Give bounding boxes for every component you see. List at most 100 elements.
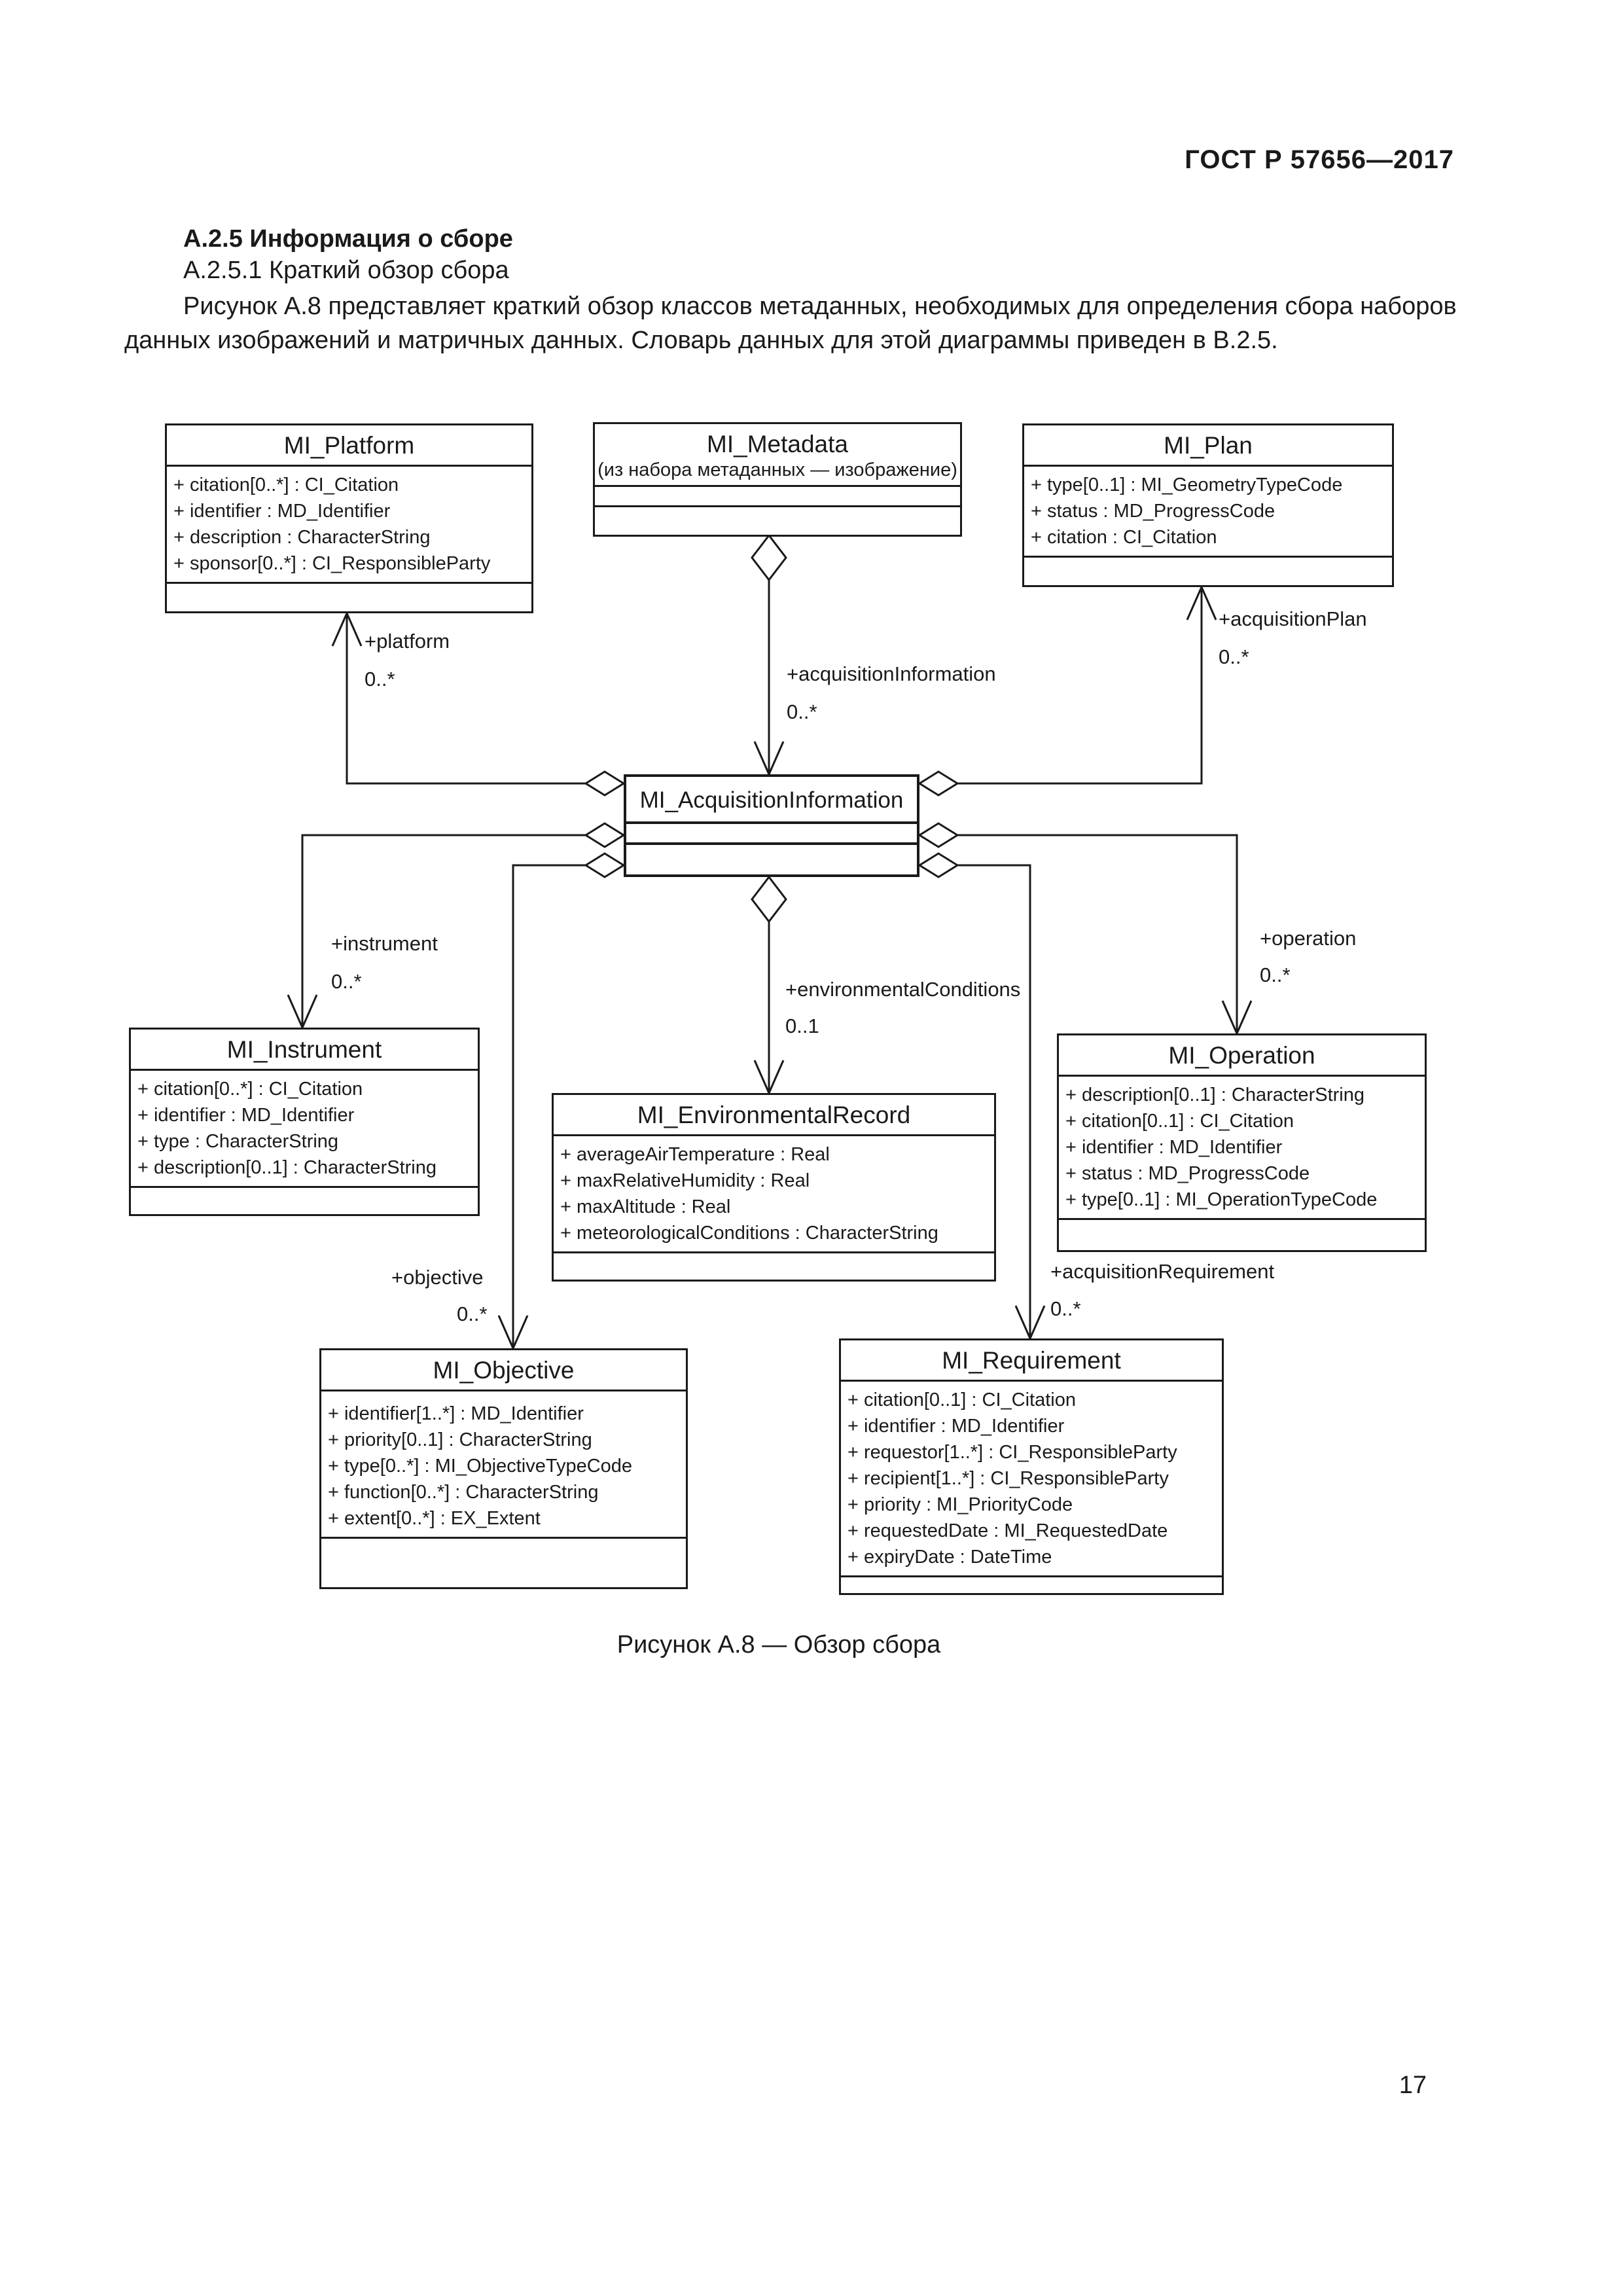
association-role-acquisition-information: +acquisitionInformation [787,662,996,685]
class-attribute: + identifier[1..*] : MD_Identifier [328,1403,584,1424]
class-attribute: + citation[0..1] : CI_Citation [1065,1111,1294,1132]
class-attribute: + sponsor[0..*] : CI_ResponsibleParty [173,553,491,574]
class-attribute: + status : MD_ProgressCode [1065,1163,1310,1184]
class-attribute: + requestedDate : MI_RequestedDate [847,1520,1168,1541]
class-title: MI_Operation [1059,1035,1425,1077]
class-title: MI_Plan [1024,425,1392,467]
class-attributes-compartment [595,487,960,507]
class-operations-compartment [626,845,917,874]
class-attribute: + requestor[1..*] : CI_ResponsibleParty [847,1442,1177,1463]
open-arrow-icon [331,611,363,647]
class-attribute: + identifier : MD_Identifier [847,1416,1065,1437]
class-title: MI_Requirement [841,1340,1222,1382]
class-attribute: + identifier : MD_Identifier [173,501,391,522]
association-multiplicity-acquisition-information: 0..* [787,700,817,723]
aggregation-diamond-icon [584,770,626,797]
association-role-acquisition-plan: +acquisitionPlan [1219,607,1367,630]
class-operations-compartment [131,1188,478,1214]
class-mi-objective: MI_Objective + identifier[1..*] : MD_Ide… [319,1348,688,1589]
class-mi-plan: MI_Plan + type[0..1] : MI_GeometryTypeCo… [1022,423,1394,587]
class-title: MI_Objective [321,1350,686,1391]
paragraph-line: Рисунок А.8 представляет краткий обзор к… [183,293,1457,320]
class-attributes: + citation[0..1] : CI_Citation+ identifi… [841,1382,1222,1577]
class-attribute: + maxRelativeHumidity : Real [560,1170,810,1191]
association-multiplicity-objective: 0..* [457,1302,488,1325]
class-attribute: + identifier : MD_Identifier [137,1105,355,1126]
class-attributes: + citation[0..*] : CI_Citation + identifi… [131,1071,478,1188]
class-attribute: + description : CharacterString [173,527,431,548]
page-number: 17 [1399,2072,1427,2099]
class-attribute: + priority : MI_PriorityCode [847,1494,1073,1515]
aggregation-diamond-icon [584,822,626,848]
association-multiplicity-acquisition-requirement: 0..* [1050,1297,1081,1320]
class-subtitle: (из набора метаданных — изображение) [597,459,957,480]
paragraph-line: данных изображений и матричных данных. С… [124,327,1278,354]
class-attribute: + maxAltitude : Real [560,1196,731,1217]
association-multiplicity-platform: 0..* [365,668,395,691]
association-role-acquisition-requirement: +acquisitionRequirement [1050,1260,1275,1283]
class-operations-compartment [321,1539,686,1587]
association-objective-line [512,864,586,1348]
class-attribute: + type[0..1] : MI_GeometryTypeCode [1031,475,1343,495]
class-attributes: + citation[0..*] : CI_Citation + identifi… [167,467,531,584]
class-mi-metadata: MI_Metadata (из набора метаданных — изоб… [593,422,962,537]
class-operations-compartment [167,584,531,611]
association-acquisition-plan-line [957,587,1203,785]
class-attribute: + description[0..1] : CharacterString [1065,1085,1364,1105]
association-platform-line [346,613,586,785]
association-acquisition-requirement-line [957,864,1031,1338]
association-role-platform: +platform [365,630,450,653]
association-multiplicity-instrument: 0..* [331,970,362,993]
class-operations-compartment [1059,1220,1425,1250]
class-title: MI_AcquisitionInformation [626,777,917,824]
class-attributes: + type[0..1] : MI_GeometryTypeCode + stat… [1024,467,1392,558]
class-attributes: + averageAirTemperature : Real + maxRelat… [554,1136,994,1253]
class-attribute: + description[0..1] : CharacterString [137,1157,437,1178]
open-arrow-icon [1186,584,1217,620]
class-attribute: + citation[0..*] : CI_Citation [137,1079,363,1100]
class-attribute: + identifier : MD_Identifier [1065,1137,1283,1158]
class-title-text: MI_Metadata [707,431,848,457]
class-mi-acquisition-information: MI_AcquisitionInformation [624,774,919,877]
class-mi-requirement: MI_Requirement + citation[0..1] : CI_Cit… [839,1338,1224,1595]
class-attributes: + description[0..1] : CharacterString + c… [1059,1077,1425,1220]
association-role-objective: +objective [391,1266,484,1289]
aggregation-diamond-icon [751,875,787,924]
class-title: MI_Instrument [131,1030,478,1071]
class-mi-instrument: MI_Instrument + citation[0..*] : CI_Cita… [129,1028,480,1216]
class-attributes: + identifier[1..*] : MD_Identifier + prio… [321,1391,686,1539]
class-attributes-compartment [626,824,917,845]
aggregation-diamond-icon [918,852,959,878]
class-attribute: + status : MD_ProgressCode [1031,501,1275,522]
class-attribute: + meteorologicalConditions : CharacterSt… [560,1223,938,1244]
class-operations-compartment [595,507,960,535]
association-multiplicity-environmental-conditions: 0..1 [785,1014,819,1037]
class-attribute: + citation[0..*] : CI_Citation [173,475,399,495]
aggregation-diamond-icon [918,770,959,797]
class-attribute: + expiryDate : DateTime [847,1547,1052,1568]
class-operations-compartment [554,1253,994,1280]
class-attribute: + function[0..*] : CharacterString [328,1482,599,1503]
section-heading: А.2.5 Информация о сборе [183,225,513,253]
class-operations-compartment [841,1577,1222,1593]
class-attribute: + averageAirTemperature : Real [560,1144,830,1165]
class-mi-environmental-record: MI_EnvironmentalRecord + averageAirTempe… [552,1093,996,1282]
class-attribute: + priority[0..1] : CharacterString [328,1429,592,1450]
class-attribute: + type[0..1] : MI_OperationTypeCode [1065,1189,1378,1210]
aggregation-diamond-icon [918,822,959,848]
class-title: MI_EnvironmentalRecord [554,1095,994,1136]
subsection-heading: А.2.5.1 Краткий обзор сбора [183,257,509,284]
running-header: ГОСТ Р 57656—2017 [1185,145,1454,174]
class-title: MI_Platform [167,425,531,467]
association-role-instrument: +instrument [331,932,438,955]
aggregation-diamond-icon [751,533,787,582]
class-operations-compartment [1024,558,1392,585]
association-multiplicity-operation: 0..* [1260,963,1291,986]
class-attribute: + citation : CI_Citation [1031,527,1217,548]
association-multiplicity-acquisition-plan: 0..* [1219,645,1249,668]
class-mi-operation: MI_Operation + description[0..1] : Chara… [1057,1033,1427,1252]
association-role-environmental-conditions: +environmentalConditions [785,978,1021,1001]
class-title: MI_Metadata (из набора метаданных — изоб… [595,424,960,487]
